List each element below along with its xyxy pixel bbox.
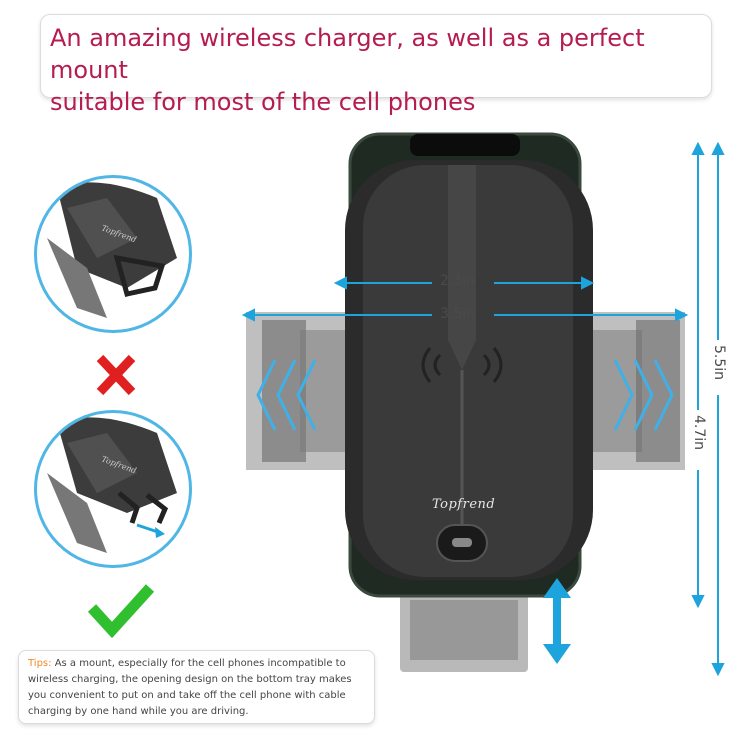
width-arrow-inner [333,276,595,290]
detail-circle-correct: Topfrend [34,410,192,568]
headline-line-2: suitable for most of the cell phones [50,88,476,116]
right-clamp-arm [585,312,685,470]
tips-text: Tips: As a mount, especially for the cel… [28,656,368,720]
tips-body: As a mount, especially for the cell phon… [28,658,352,717]
green-check-icon [87,584,155,639]
left-chevrons [256,359,317,431]
brand-logo: Topfrend [432,497,496,512]
phone-notch [410,134,520,156]
tray-adjust-arrow-icon [543,578,571,664]
wireless-signal-icon [421,347,503,383]
headline: An amazing wireless charger, as well as … [50,22,700,118]
headline-line-1: An amazing wireless charger, as well as … [50,24,645,84]
width-arrow-outer [241,308,689,322]
height-arrow-inner [691,141,705,609]
dimension-width-inner: 2.3in [440,273,476,289]
headline-box [40,14,712,98]
dimension-width-outer: 3.5in [440,306,476,322]
detail-circle-incorrect: Topfrend [34,175,192,333]
dimension-height-outer: 5.5in [711,345,727,381]
tips-box [18,650,375,724]
detail-illustration-incorrect: Topfrend [47,182,177,318]
charger-center-line [448,165,476,370]
red-x-icon [96,354,136,396]
charger-face [363,165,573,577]
dimension-height-inner: 4.7in [691,415,707,451]
bottom-tray [400,592,528,672]
right-chevrons [613,359,674,431]
detail-illustration-correct: Topfrend [47,417,177,553]
height-arrow-outer [711,141,725,677]
tips-label: Tips: [28,658,52,669]
